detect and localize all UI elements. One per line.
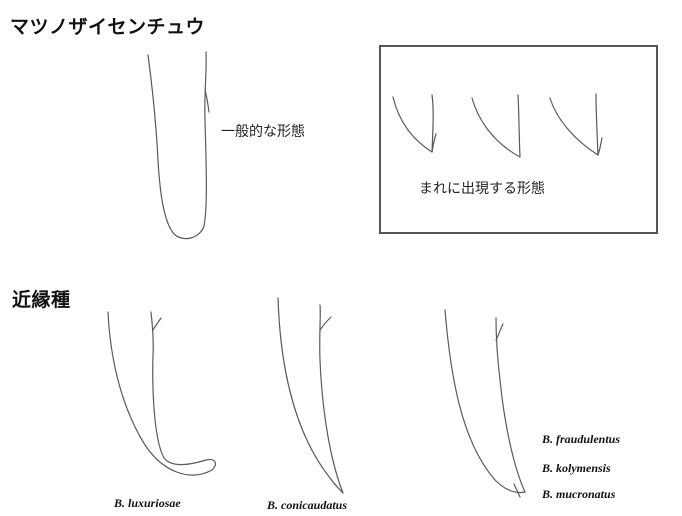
rare-tail-1: [393, 95, 436, 152]
typical-tail-outline: [148, 52, 209, 239]
rare-tail-2: [472, 95, 520, 157]
conicaudatus-tail: [278, 298, 343, 493]
species-label-luxuriosae: B. luxuriosae: [114, 496, 181, 511]
typical-form-label: 一般的な形態: [221, 121, 305, 141]
species-label-conicaudatus: B. conicaudatus: [267, 498, 347, 513]
luxuriosae-tail: [108, 312, 215, 475]
species-label-kolymensis: B. kolymensis: [542, 461, 611, 476]
species-label-fraudulentus: B. fraudulentus: [542, 432, 620, 447]
rare-forms-label: まれに出現する形態: [419, 178, 545, 198]
species-label-mucronatus: B. mucronatus: [542, 487, 615, 502]
rare-tail-3: [550, 94, 602, 155]
mucronatus-group-tail: [445, 310, 525, 497]
